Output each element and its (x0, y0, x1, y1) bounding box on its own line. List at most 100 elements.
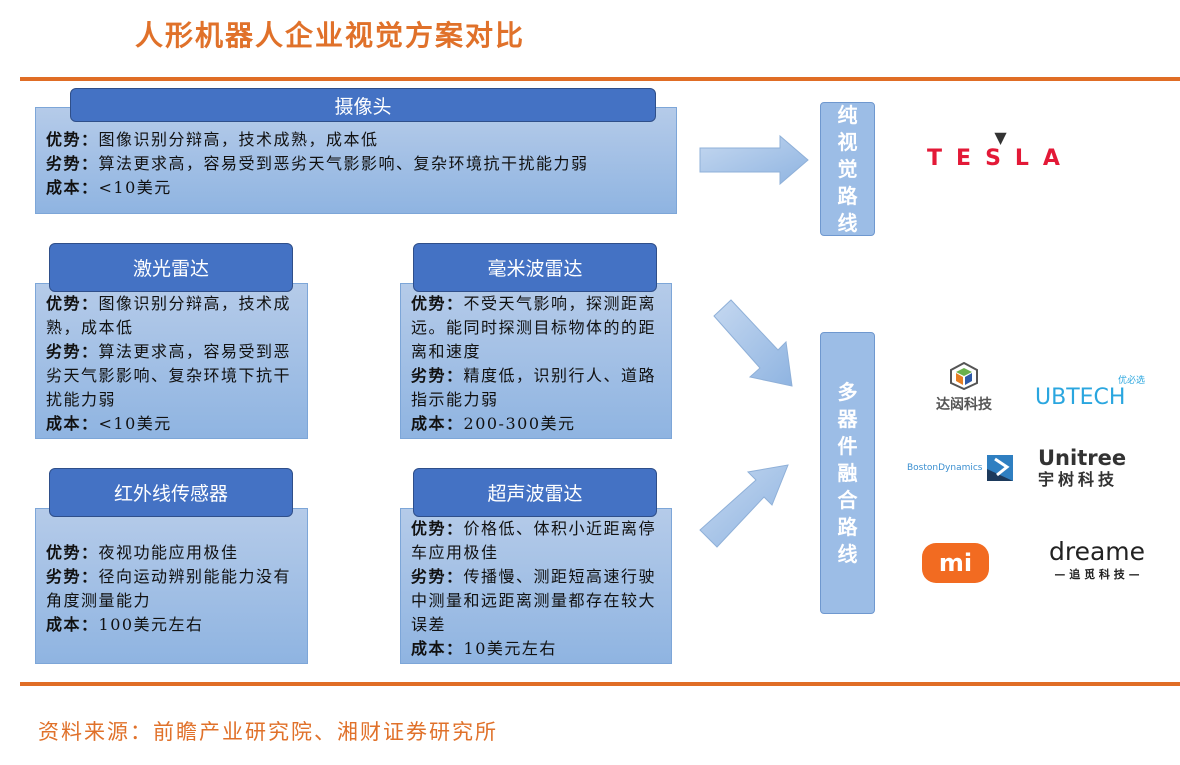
row-text: 优势：价格低、体积小近距离停车应用极佳 (411, 517, 661, 565)
lidar-box: 优势：图像识别分辩高，技术成熟，成本低 劣势：算法更求高，容易受到恶劣天气影影响… (35, 283, 308, 439)
row-text: 图像识别分辩高，技术成熟，成本低 (46, 294, 292, 337)
infrared-header: 红外线传感器 (49, 468, 293, 517)
row-text: 算法更求高，容易受到恶劣天气影影响、复杂环境抗干扰能力弱 (98, 154, 589, 173)
camera-box: 优势：图像识别分辩高，技术成熟，成本低 劣势：算法更求高，容易受到恶劣天气影影响… (35, 107, 677, 214)
row-text: 优必选 (1117, 376, 1145, 386)
row-text: 10美元左右 (463, 639, 557, 658)
xiaomi-logo: mi (922, 543, 989, 583)
mmwave-header: 毫米波雷达 (413, 243, 657, 292)
row-text: 纯 (837, 102, 858, 127)
mmwave-box: 优势：不受天气影响，探测距离远。能同时探测目标物体的的距离和速度 劣势：精度低，… (400, 283, 672, 439)
row-text: 线 (837, 210, 858, 235)
row-text: 视 (837, 129, 858, 154)
row-text: 精度低，识别行人、道路指示能力弱 (411, 366, 657, 409)
row-text: 融 (837, 460, 858, 485)
row-text: 合 (837, 487, 858, 512)
row-label: 劣势： (46, 567, 99, 586)
unitree-logo: Unitree 宇树科技 (1038, 446, 1168, 490)
row-label: 劣势： (46, 342, 99, 361)
row-label: 成本： (46, 178, 99, 197)
source-note: 资料来源：前瞻产业研究院、湘财证券研究所 (38, 720, 498, 744)
camera-pros: 优势：图像识别分辩高，技术成熟，成本低 (46, 128, 666, 152)
tesla-t-icon: ▼ (994, 128, 1007, 147)
row-text: 100美元左右 (98, 615, 204, 634)
row-text: 线 (837, 541, 858, 566)
page-title: 人形机器人企业视觉方案对比 (135, 19, 526, 52)
row-text: 成本：<10美元 (46, 412, 297, 436)
row-text: UBTECH (1035, 385, 1126, 410)
row-text: 器 (837, 406, 858, 431)
row-text: TESLA (927, 146, 1074, 171)
row-text: 优势：图像识别分辩高，技术成熟，成本低 (46, 292, 297, 340)
row-text: 优势：不受天气影响，探测距离远。能同时探测目标物体的的距离和速度 (411, 292, 661, 364)
row-text: 路 (837, 514, 858, 539)
row-label: 劣势： (46, 154, 99, 173)
row-text: 200-300美元 (463, 414, 576, 433)
arrow-down-right-icon (713, 299, 793, 387)
row-text: 觉 (837, 156, 858, 181)
row-text (956, 368, 972, 376)
row-text: 传播慢、测距短高速行驶中测量和远距离测量都存在较大误差 (411, 567, 657, 634)
multi-sensor-route: 多器件融合路线 (820, 332, 875, 614)
row-label: 成本： (46, 414, 99, 433)
boston-dynamics-logo: BostonDynamics (907, 455, 1013, 481)
row-text: 图像识别分辩高，技术成熟，成本低 (98, 130, 379, 149)
row-text (993, 457, 1010, 477)
tesla-logo: ▼ TESLA (918, 130, 1083, 172)
row-text (965, 373, 972, 385)
row-text: 成本：100美元左右 (46, 613, 297, 637)
row-text: 路 (837, 183, 858, 208)
row-text: 达闼科技 (936, 397, 992, 413)
row-text: <10美元 (98, 414, 172, 433)
row-text: 劣势：算法更求高，容易受到恶劣天气影影响、复杂环境下抗干扰能力弱 (46, 340, 297, 412)
row-text: 劣势：精度低，识别行人、道路指示能力弱 (411, 364, 661, 412)
row-text: — 追 觅 科 技 — (1054, 568, 1140, 581)
camera-cons: 劣势：算法更求高，容易受到恶劣天气影影响、复杂环境抗干扰能力弱 (46, 152, 666, 176)
row-label: 优势： (411, 294, 464, 313)
ubtech-logo: 优必选 UBTECH (1035, 376, 1170, 410)
damon-logo: 达闼科技 (918, 361, 1010, 414)
pure-vision-route: 纯视觉路线 (820, 102, 875, 236)
row-label: 优势： (46, 294, 99, 313)
row-label: 成本： (411, 639, 464, 658)
row-text (956, 373, 963, 385)
row-label: 优势： (411, 519, 464, 538)
row-text: 多 (837, 379, 858, 404)
row-text: 件 (837, 433, 858, 458)
top-divider (20, 77, 1180, 81)
row-text: 成本：10美元左右 (411, 637, 661, 661)
lidar-header: 激光雷达 (49, 243, 293, 292)
ultrasonic-header: 超声波雷达 (413, 468, 657, 517)
row-label: 成本： (46, 615, 99, 634)
row-text (950, 361, 978, 391)
row-text: 价格低、体积小近距离停车应用极佳 (411, 519, 657, 562)
row-text: BostonDynamics (907, 463, 983, 473)
row-text: 不受天气影响，探测距离远。能同时探测目标物体的的距离和速度 (411, 294, 657, 361)
row-text: Unitree (1038, 446, 1127, 470)
camera-header: 摄像头 (70, 88, 656, 122)
ultrasonic-box: 优势：价格低、体积小近距离停车应用极佳 劣势：传播慢、测距短高速行驶中测量和远距… (400, 508, 672, 664)
row-label: 优势： (46, 130, 99, 149)
row-text: 优势：夜视功能应用极佳 (46, 541, 297, 565)
row-label: 劣势： (411, 567, 464, 586)
row-text: 劣势：传播慢、测距短高速行驶中测量和远距离测量都存在较大误差 (411, 565, 661, 637)
camera-cost: 成本：<10美元 (46, 176, 666, 200)
bottom-divider (20, 682, 1180, 686)
cube-icon (950, 361, 978, 391)
row-text: 劣势：径向运动辨别能能力没有角度测量能力 (46, 565, 297, 613)
row-text: 径向运动辨别能能力没有角度测量能力 (46, 567, 292, 610)
row-text: 夜视功能应用极佳 (98, 543, 239, 562)
infrared-box: 优势：夜视功能应用极佳 劣势：径向运动辨别能能力没有角度测量能力 成本：100美… (35, 508, 308, 664)
dreame-logo: dreame — 追 觅 科 技 — (1028, 538, 1166, 582)
row-text (986, 469, 1013, 481)
row-label: 成本： (411, 414, 464, 433)
arrow-up-right-icon (699, 464, 789, 548)
arrow-right-icon (699, 134, 809, 186)
row-text: dreame (1048, 537, 1146, 566)
boston-dynamics-icon (986, 455, 1013, 481)
row-text: 宇树科技 (1038, 470, 1119, 489)
row-text: 成本：200-300美元 (411, 412, 661, 436)
row-label: 劣势： (411, 366, 464, 385)
